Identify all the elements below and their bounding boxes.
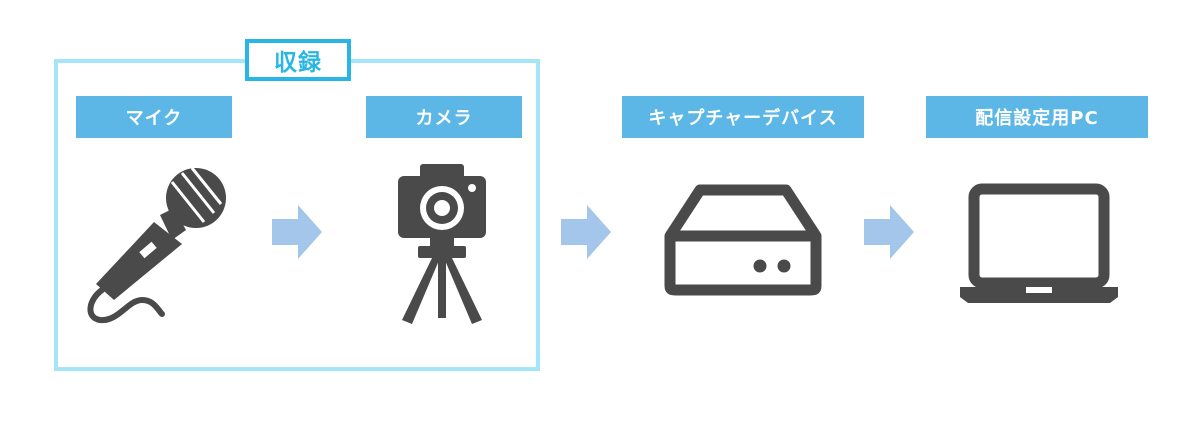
label-streaming-pc: 配信設定用PC (926, 96, 1148, 138)
label-camera: カメラ (366, 96, 522, 138)
arrow-right-icon (561, 205, 611, 259)
capture-device-icon (664, 184, 822, 296)
laptop-icon (960, 183, 1118, 303)
recording-group-title: 収録 (245, 39, 351, 81)
label-microphone: マイク (76, 96, 232, 138)
arrow-right-icon (272, 205, 322, 259)
arrow-right-icon (864, 205, 914, 259)
microphone-icon (87, 167, 226, 324)
label-capture-device: キャプチャーデバイス (622, 96, 864, 138)
camera-on-tripod-icon (398, 164, 486, 324)
